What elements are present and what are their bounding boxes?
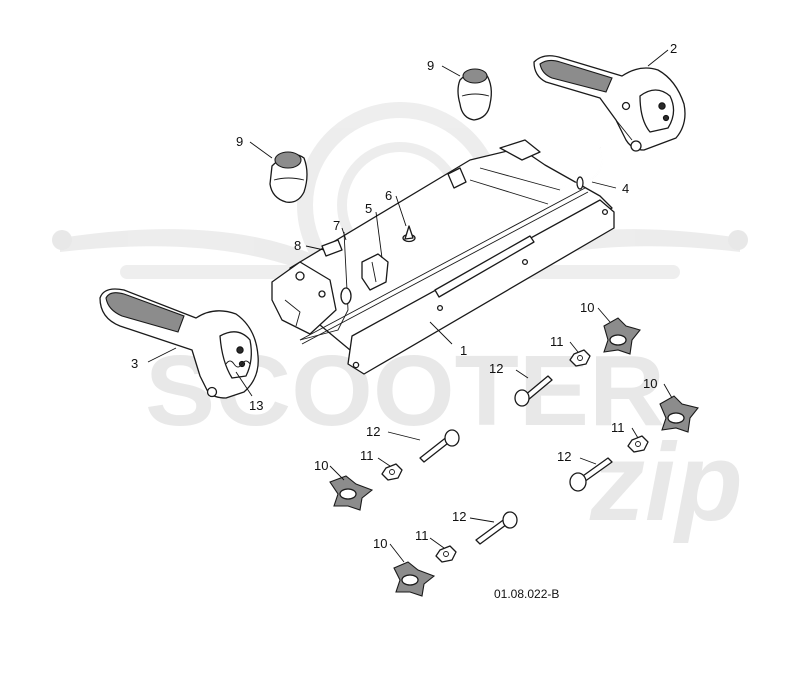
part-rod-bracket [299,231,352,341]
callout-10-b: 10 [643,376,657,391]
part-clip [321,239,343,257]
callout-11-b: 11 [611,420,625,435]
callout-12-b: 12 [366,424,380,439]
callout-12-d: 12 [452,509,466,524]
callout-9-left: 9 [236,134,243,149]
part-handle-left [99,288,259,399]
part-nut-4 [435,545,457,563]
callout-4: 4 [622,181,629,196]
part-spring [225,360,251,368]
part-knob-upper [457,68,492,121]
callout-1: 1 [460,343,467,358]
callout-2: 2 [670,41,677,56]
callout-12-c: 12 [557,449,571,464]
callout-6: 6 [385,188,392,203]
part-star-knob-3 [329,475,374,511]
part-rod [559,147,603,190]
part-screw [402,225,416,243]
watermark-mark: zip [589,421,743,544]
diagram-code: 01.08.022-B [494,587,559,601]
part-nut-1 [569,349,591,367]
callout-13: 13 [249,398,263,413]
callout-10-d: 10 [373,536,387,551]
callout-11-d: 11 [415,528,429,543]
callout-7: 7 [333,218,340,233]
part-nut-3 [381,463,403,481]
part-star-knob-2 [659,395,699,433]
part-star-knob-1 [603,317,641,355]
leader-lines [147,49,673,563]
part-knob-left [269,151,308,203]
part-bolt-1 [514,375,553,407]
callout-10-a: 10 [580,300,594,315]
callout-9-upper: 9 [427,58,434,73]
part-nut-2 [627,435,649,453]
callout-11-c: 11 [360,448,374,463]
part-bolt-4 [475,511,518,545]
part-frame-bracket [271,139,615,375]
callout-12-a: 12 [489,361,503,376]
part-bolt-2 [419,429,460,463]
part-star-knob-4 [393,561,436,597]
part-handle-right [533,55,686,152]
callout-11-a: 11 [550,334,564,349]
callout-8: 8 [294,238,301,253]
callout-10-c: 10 [314,458,328,473]
callout-labels: 1 2 3 4 5 6 7 8 9 9 10 10 10 10 11 11 11… [131,41,677,551]
part-spring-clip [361,253,389,291]
part-bolt-3 [569,457,613,492]
callout-5: 5 [365,201,372,216]
callout-3: 3 [131,356,138,371]
